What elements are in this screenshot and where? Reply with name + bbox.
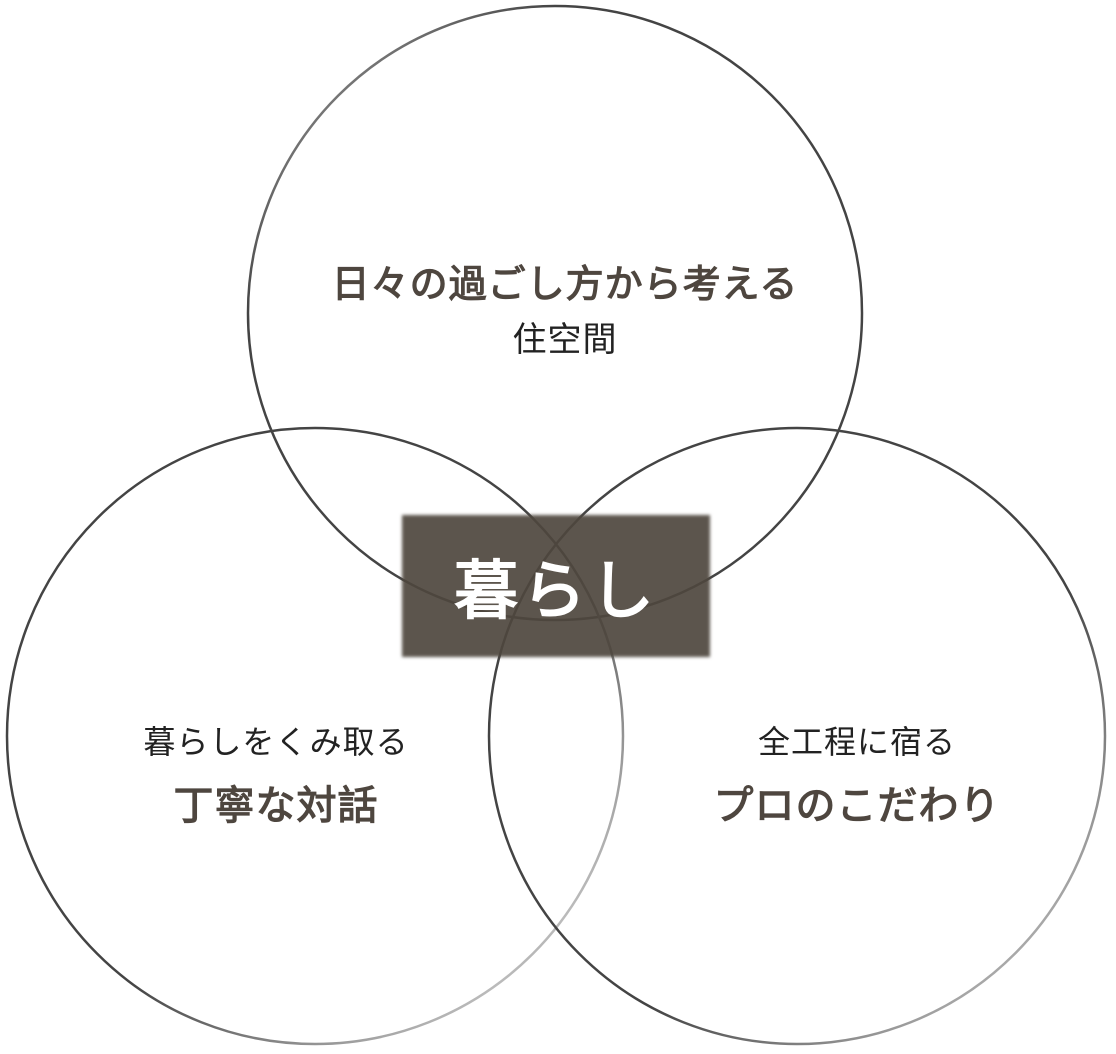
circle-left-subtitle: 暮らしをくみ取る (143, 723, 409, 761)
circle-left-label: 暮らしをくみ取る 丁寧な対話 (143, 726, 408, 826)
circle-top-subtitle: 住空間 (512, 320, 618, 360)
circle-right (487, 426, 1107, 1046)
center-label: 暮らし (454, 554, 658, 629)
circle-left-title: 丁寧な対話 (173, 782, 379, 829)
circle-right-label: 全工程に宿る プロのこだわり (714, 726, 1001, 826)
circle-top-title: 日々の過ごし方から考える (331, 261, 799, 306)
circle-right-title: プロのこだわり (713, 782, 1001, 829)
circle-left (5, 426, 625, 1046)
circle-right-subtitle: 全工程に宿る (757, 723, 956, 761)
center-box (402, 515, 710, 657)
circle-top-label: 日々の過ごし方から考える 住空間 (331, 261, 799, 360)
